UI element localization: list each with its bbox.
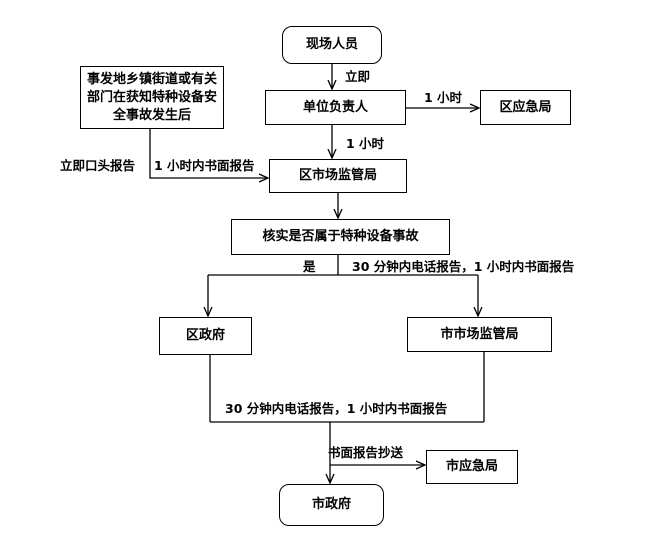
node-city-market-bureau: 市市场监管局 [407, 317, 552, 352]
node-unit-leader: 单位负责人 [265, 90, 406, 125]
node-source-note: 事发地乡镇街道或有关部门在获知特种设备安全事故发生后 [80, 66, 224, 129]
label-one-hour-emergency: 1 小时 [424, 90, 463, 105]
node-district-government: 区政府 [159, 317, 252, 355]
label-phone-written-report-bottom: 30 分钟内电话报告，1 小时内书面报告 [225, 401, 448, 416]
label-phone-written-report-top: 30 分钟内电话报告，1 小时内书面报告 [352, 259, 575, 274]
label-written-report-1h: 1 小时内书面报告 [154, 158, 255, 173]
label-immediately: 立即 [345, 69, 371, 84]
label-cc-written-report: 书面报告抄送 [328, 445, 404, 460]
arrow-note-to-district-market [149, 129, 267, 178]
node-onsite-staff: 现场人员 [282, 26, 382, 64]
node-city-emergency-bureau: 市应急局 [426, 450, 518, 484]
node-city-government: 市政府 [279, 484, 384, 526]
label-one-hour-market: 1 小时 [346, 136, 385, 151]
label-yes: 是 [303, 259, 316, 274]
node-district-market-bureau: 区市场监管局 [269, 159, 407, 193]
node-verify-accident: 核实是否属于特种设备事故 [231, 219, 450, 255]
label-oral-report: 立即口头报告 [60, 158, 136, 173]
node-district-emergency-bureau: 区应急局 [480, 90, 571, 125]
